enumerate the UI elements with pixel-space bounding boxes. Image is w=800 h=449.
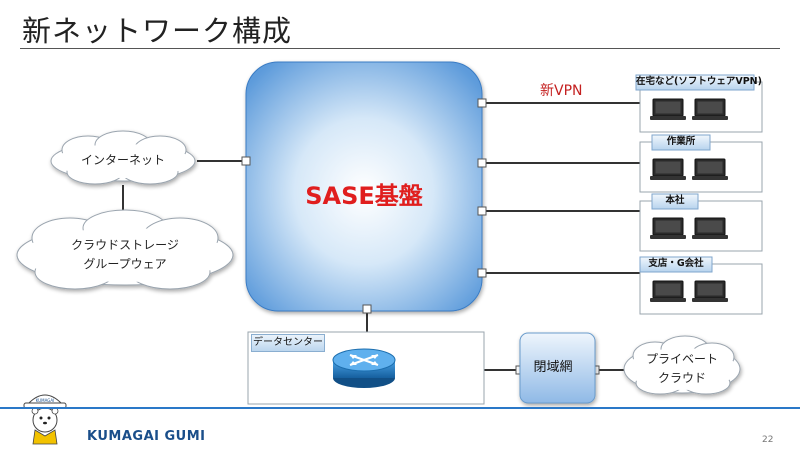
mascot-bear-icon: KUMAGAI xyxy=(23,394,67,445)
site-label-branch: 支店・G会社 xyxy=(648,258,704,269)
storage-cloud xyxy=(16,209,234,290)
port-marker-site-2 xyxy=(477,158,487,168)
page-title: 新ネットワーク構成 xyxy=(22,14,293,48)
port-marker-datacenter xyxy=(362,304,372,314)
storage-label-line-1: クラウドストレージ xyxy=(71,238,179,252)
mascot-helmet-text: KUMAGAI xyxy=(36,398,55,403)
datacenter-label: データセンター xyxy=(251,334,325,352)
company-name: KUMAGAI GUMI xyxy=(87,429,206,444)
site-box-remote xyxy=(635,74,763,133)
internet-cloud xyxy=(50,130,196,185)
port-marker-site-1 xyxy=(477,98,487,108)
footer-divider xyxy=(0,407,800,409)
title-divider xyxy=(20,48,780,49)
site-label-headquarters: 本社 xyxy=(665,195,685,206)
closed-network-box xyxy=(519,332,596,404)
sase-label: SASE基盤 xyxy=(305,182,423,210)
port-marker-site-3 xyxy=(477,206,487,216)
new-vpn-label: 新VPN xyxy=(540,83,583,99)
port-marker-site-4 xyxy=(477,268,487,278)
storage-label-line-2: グループウェア xyxy=(83,257,167,271)
private-cloud-label-line-2: クラウド xyxy=(657,371,706,385)
private-cloud-label-line-1: プライベート xyxy=(645,352,718,366)
internet-label: インターネット xyxy=(80,153,165,167)
site-label-worksite: 作業所 xyxy=(666,136,696,147)
closed-network-label: 閉域網 xyxy=(533,360,573,375)
site-boxes xyxy=(635,74,763,315)
site-box-branch xyxy=(639,256,763,315)
site-box-worksite xyxy=(639,134,763,193)
page-number: 22 xyxy=(762,435,774,445)
site-box-headquarters xyxy=(639,193,763,252)
port-marker-internet xyxy=(241,156,251,166)
site-label-remote: 在宅など(ソフトウェアVPN) xyxy=(636,76,762,87)
router-icon xyxy=(332,348,396,388)
private-cloud xyxy=(623,335,741,395)
